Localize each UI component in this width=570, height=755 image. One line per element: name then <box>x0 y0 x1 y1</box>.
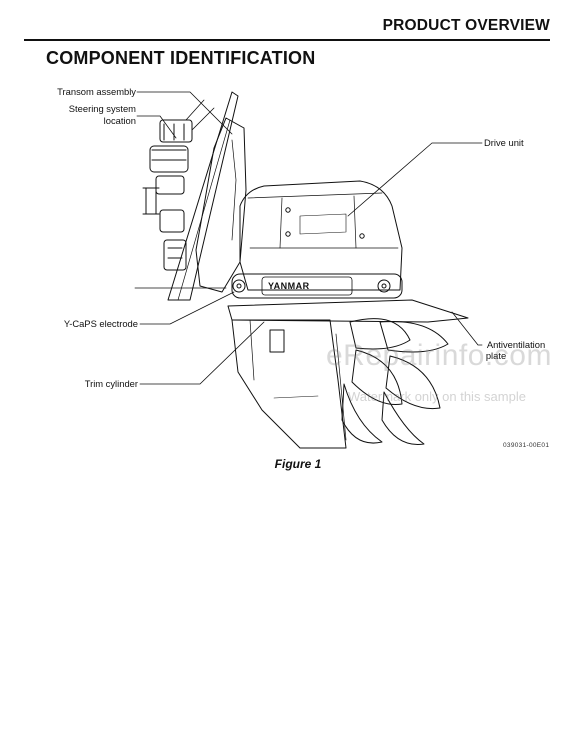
page-header: PRODUCT OVERVIEW <box>0 0 570 42</box>
header-rule <box>24 39 550 41</box>
trim-cylinder-body <box>231 273 403 299</box>
label-trim-cylinder: Trim cylinder <box>84 378 138 389</box>
brand-text: YANMAR <box>268 281 310 291</box>
label-ycaps-electrode: Y-CaPS electrode <box>63 318 138 329</box>
label-drive-unit: Drive unit <box>484 137 524 148</box>
transom-plate <box>167 91 239 301</box>
part-number: 039031-00E01 <box>503 442 550 449</box>
label-antiventilation-line1: Antiventilation <box>486 339 546 350</box>
steering-hardware <box>142 99 215 271</box>
leader-lines <box>136 91 483 385</box>
watermark-main: eRepairinfo.com <box>326 339 552 372</box>
section-title: COMPONENT IDENTIFICATION <box>46 48 316 68</box>
drive-upper-body <box>239 180 403 291</box>
label-steering-line1: Steering system <box>68 103 136 114</box>
label-steering-line2: location <box>103 115 136 126</box>
lower-unit <box>231 319 347 449</box>
figure-caption: Figure 1 <box>274 457 322 471</box>
propellers <box>335 318 449 445</box>
antiventilation-plate <box>227 299 469 323</box>
gimbal-housing <box>195 117 247 293</box>
watermark-sub: Watermark only on this sample <box>348 389 526 404</box>
label-transom-assembly: Transom assembly <box>57 86 136 97</box>
header-title: PRODUCT OVERVIEW <box>382 17 550 34</box>
label-antiventilation-line2: plate <box>485 350 507 361</box>
